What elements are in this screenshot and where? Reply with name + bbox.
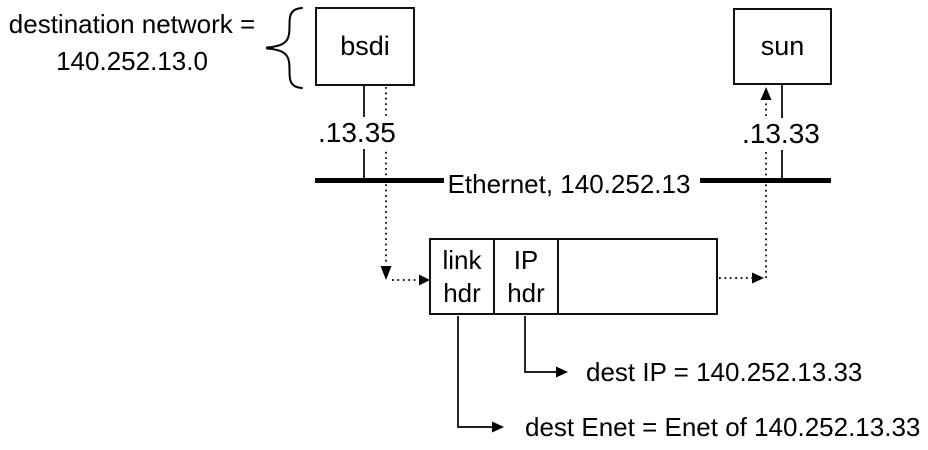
frame-payload-cell — [559, 240, 716, 313]
link-header-label-line2: hdr — [443, 277, 481, 308]
ethernet-frame-box: link hdr IP hdr — [429, 238, 718, 315]
link-header-cell: link hdr — [431, 240, 495, 313]
brace-icon — [266, 7, 303, 49]
arrow-right-icon — [492, 421, 504, 433]
host-label-sun: sun — [760, 31, 805, 61]
arrow-right-icon — [556, 366, 568, 378]
host-label-bsdi: bsdi — [340, 31, 390, 61]
dest-ip-callout: dest IP = 140.252.13.33 — [584, 356, 865, 388]
ethernet-network-label: Ethernet, 140.252.13 — [444, 168, 694, 200]
sun-interface-address: .13.33 — [740, 118, 822, 150]
bsdi-interface-address: .13.35 — [316, 117, 398, 149]
arrow-right-icon — [752, 272, 764, 284]
arrow-down-icon — [380, 266, 392, 280]
ip-hdr-callout-line — [524, 316, 556, 373]
ip-header-label-line1: IP — [513, 244, 539, 275]
destination-network-text: destination network = — [8, 9, 256, 39]
host-box-bsdi: bsdi — [315, 7, 415, 86]
brace-icon — [266, 47, 303, 89]
arrow-right-icon — [419, 274, 430, 286]
link-header-label-line1: link — [442, 244, 482, 275]
link-hdr-callout-line — [457, 316, 492, 428]
ip-header-label-line2: hdr — [507, 277, 545, 308]
arrow-up-icon — [760, 87, 772, 100]
destination-network-address: 140.252.13.0 — [56, 46, 208, 76]
host-box-sun: sun — [733, 8, 832, 85]
ip-header-cell: IP hdr — [495, 240, 559, 313]
destination-network-annotation: destination network = 140.252.13.0 — [6, 6, 258, 80]
dest-enet-callout: dest Enet = Enet of 140.252.13.33 — [523, 411, 923, 443]
